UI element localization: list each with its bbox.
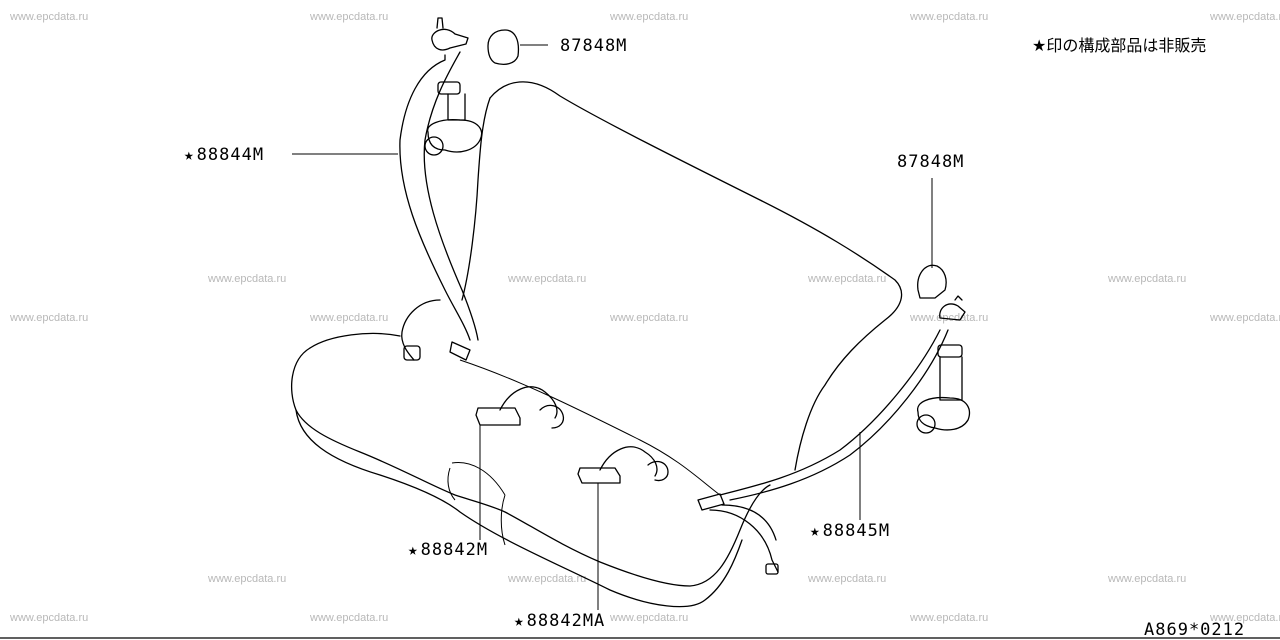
part-number: 87848M: [560, 36, 628, 56]
right-seat-belt: [697, 295, 971, 575]
watermark: www.epcdata.ru: [310, 312, 389, 324]
left-buckle: [475, 386, 565, 429]
not-sold-star-icon: ★: [810, 521, 821, 540]
watermark: www.epcdata.ru: [208, 273, 287, 285]
seat-back: [461, 81, 903, 471]
watermark: www.epcdata.ru: [508, 273, 587, 285]
left-seat-belt: [399, 17, 483, 361]
watermark: www.epcdata.ru: [1210, 11, 1280, 23]
watermark: www.epcdata.ru: [1108, 273, 1187, 285]
watermark: www.epcdata.ru: [808, 573, 887, 585]
watermark: www.epcdata.ru: [610, 612, 689, 624]
callout-belt-left: ★88844M: [184, 145, 264, 165]
watermark: www.epcdata.ru: [910, 612, 989, 624]
callout-cap-right: 87848M: [895, 152, 964, 172]
watermark: www.epcdata.ru: [10, 612, 89, 624]
watermark: www.epcdata.ru: [910, 11, 989, 23]
watermark: www.epcdata.ru: [310, 11, 389, 23]
part-number: 88844M: [196, 145, 265, 165]
callout-buckle-center: ★88842MA: [514, 611, 605, 631]
right-cap: [917, 264, 947, 299]
diagram-code: A869*0212: [1144, 620, 1246, 640]
part-number: 88845M: [822, 521, 891, 541]
watermark: www.epcdata.ru: [508, 573, 587, 585]
not-sold-star-icon: ★: [408, 540, 419, 559]
center-buckle: [577, 446, 669, 484]
leader-lines: [292, 44, 933, 610]
callout-belt-right: ★88845M: [810, 521, 890, 541]
callout-buckle-left: ★88842M: [408, 540, 488, 560]
watermark: www.epcdata.ru: [808, 273, 887, 285]
legend-note-text: 印の構成部品は非販売: [1046, 36, 1207, 55]
watermark: www.epcdata.ru: [208, 573, 287, 585]
watermark: www.epcdata.ru: [1210, 312, 1280, 324]
callout-cap-left: 87848M: [558, 36, 627, 56]
seat-cushion: [290, 332, 771, 608]
watermark: www.epcdata.ru: [10, 312, 89, 324]
part-number: 87848M: [897, 152, 965, 172]
legend-note: ★印の構成部品は非販売: [1032, 32, 1206, 56]
watermark: www.epcdata.ru: [10, 11, 89, 23]
watermark: www.epcdata.ru: [1108, 573, 1187, 585]
watermark: www.epcdata.ru: [1210, 612, 1280, 624]
watermark: www.epcdata.ru: [310, 612, 389, 624]
watermark: www.epcdata.ru: [910, 312, 989, 324]
part-number: 88842M: [420, 540, 489, 560]
watermark: www.epcdata.ru: [610, 11, 689, 23]
not-sold-star-icon: ★: [184, 145, 195, 164]
not-sold-star-icon: ★: [514, 611, 525, 630]
part-number: 88842MA: [526, 611, 606, 631]
not-sold-star-icon: ★: [1032, 36, 1047, 55]
left-cap: [487, 29, 520, 65]
watermark: www.epcdata.ru: [610, 312, 689, 324]
